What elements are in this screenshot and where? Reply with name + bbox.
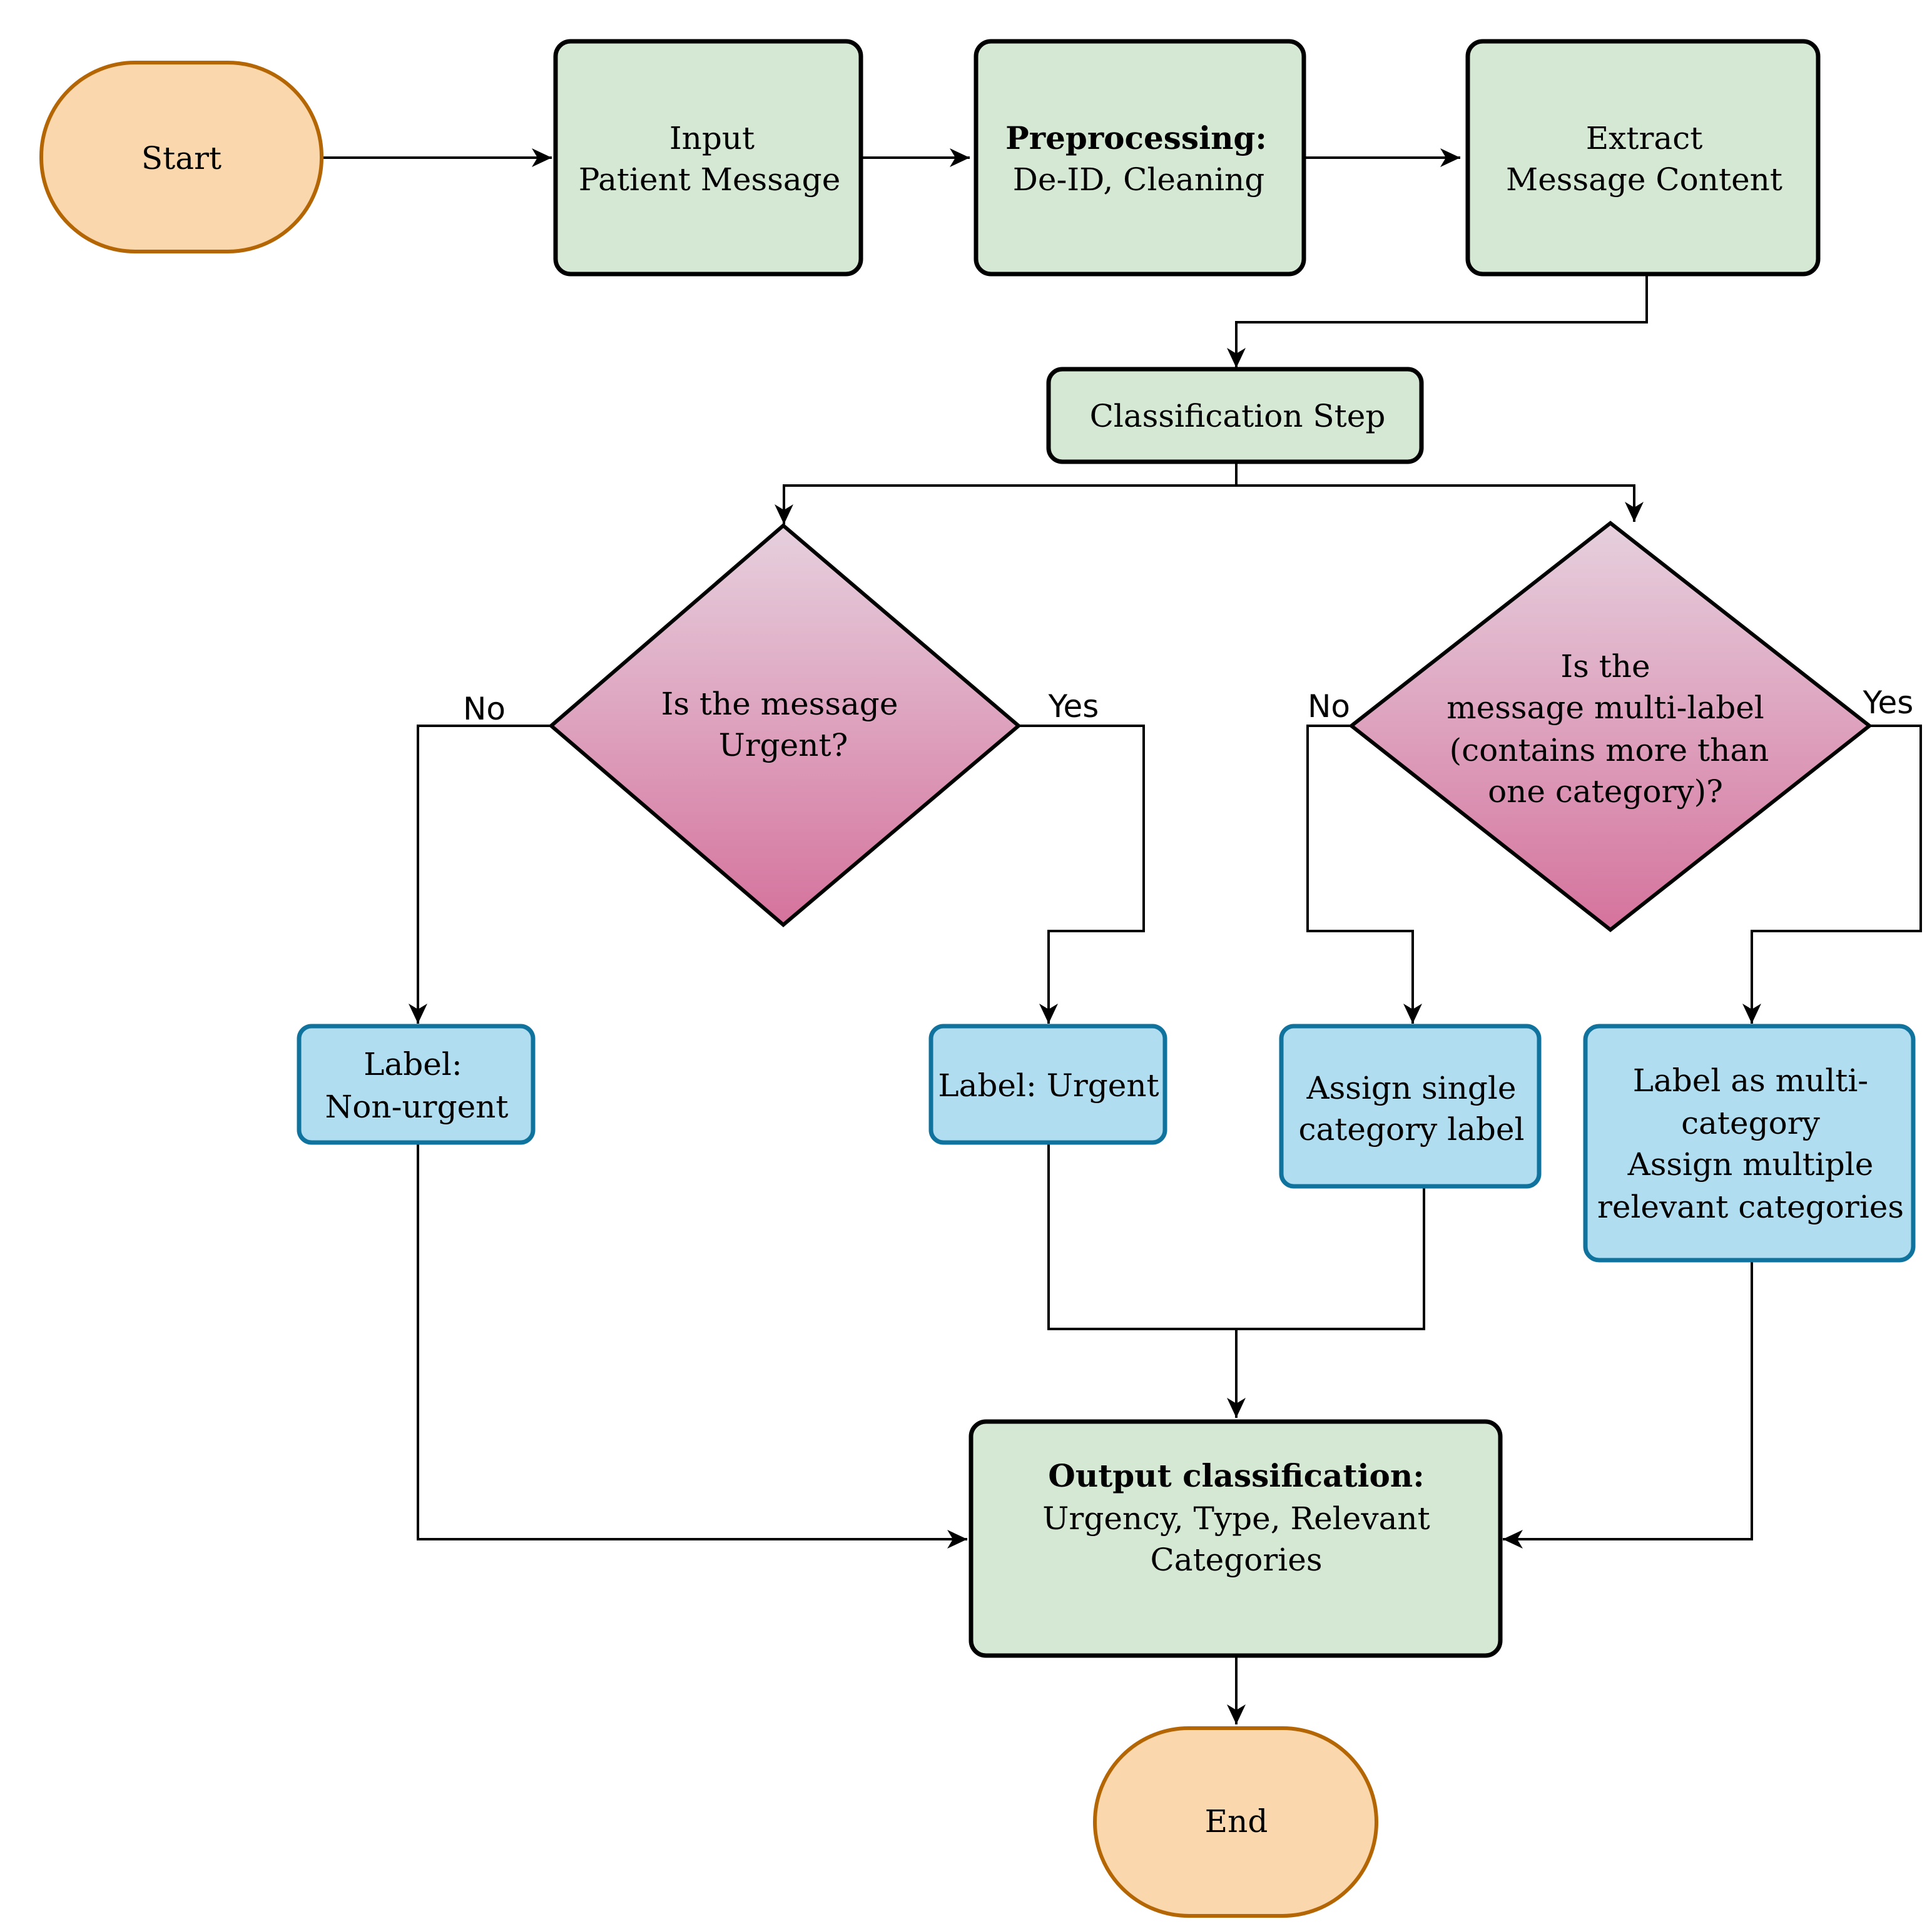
multi-category-line4: relevant categories [1597, 1189, 1904, 1225]
edge-multilabel-no [1306, 725, 1422, 1024]
edge-urgent-yes [1019, 725, 1145, 1024]
multilabel-decision-line4: one category)? [1488, 773, 1723, 810]
edge-classification-to-urgent-decision [775, 462, 1238, 524]
edge-classification-to-multilabel-decision [1236, 484, 1644, 522]
extract-content-box[interactable]: Extract Message Content [1465, 39, 1821, 277]
non-urgent-line2: Non-urgent [325, 1089, 509, 1125]
branch-label-urgent-no: No [463, 691, 506, 727]
urgent-label-box[interactable]: Label: Urgent [928, 1024, 1167, 1145]
edge-extract-to-classification [1227, 274, 1648, 368]
urgent-label-text: Label: Urgent [938, 1067, 1159, 1104]
single-category-line1: Assign single [1306, 1070, 1517, 1106]
multilabel-decision-diamond[interactable]: Is the message multi-label (contains mor… [1348, 521, 1873, 932]
output-line2: Urgency, Type, Relevant [1042, 1500, 1430, 1537]
classification-step-label: Classification Step [1090, 398, 1386, 434]
start-terminal[interactable]: Start [39, 61, 323, 253]
input-patient-message-box[interactable]: Input Patient Message [553, 39, 863, 277]
branch-label-urgent-yes: Yes [1048, 688, 1099, 725]
multilabel-decision-line2: message multi-label [1446, 690, 1764, 726]
extract-label-line1: Extract [1586, 120, 1703, 156]
multilabel-decision-line1: Is the [1560, 648, 1650, 685]
output-line3: Categories [1151, 1542, 1323, 1578]
single-category-line2: category label [1298, 1111, 1524, 1148]
non-urgent-label-box[interactable]: Label: Non-urgent [297, 1024, 536, 1145]
edge-multilabel-yes [1742, 725, 1922, 1024]
end-terminal[interactable]: End [1093, 1726, 1378, 1918]
output-title: Output classification: [1048, 1457, 1424, 1494]
end-label: End [1205, 1803, 1268, 1840]
input-label-line2: Patient Message [579, 161, 841, 198]
edges [322, 148, 1922, 1724]
multi-category-box[interactable]: Label as multi- category Assign multiple… [1583, 1024, 1916, 1263]
classification-step-box[interactable]: Classification Step [1046, 367, 1424, 464]
multi-category-line2: category [1681, 1105, 1821, 1141]
urgent-decision-line1: Is the message [661, 686, 898, 722]
preprocessing-box[interactable]: Preprocessing: De-ID, Cleaning [974, 39, 1306, 277]
edge-urgent-no [409, 725, 551, 1024]
multilabel-decision-line3: (contains more than [1450, 732, 1769, 768]
non-urgent-line1: Label: [364, 1046, 462, 1082]
urgent-decision-diamond[interactable]: Is the message Urgent? [548, 523, 1022, 927]
urgent-decision-line2: Urgent? [719, 727, 848, 763]
edge-multi-category-to-output [1503, 1261, 1753, 1549]
output-classification-box[interactable]: Output classification: Urgency, Type, Re… [969, 1419, 1503, 1658]
edge-non-urgent-to-output [417, 1144, 967, 1549]
branch-label-multilabel-no: No [1308, 688, 1350, 725]
branch-label-multilabel-yes: Yes [1863, 685, 1914, 721]
start-label: Start [141, 140, 221, 176]
single-category-box[interactable]: Assign single category label [1279, 1024, 1542, 1189]
preprocessing-detail: De-ID, Cleaning [1013, 161, 1264, 198]
input-label-line1: Input [669, 120, 755, 156]
multi-category-line1: Label as multi- [1633, 1062, 1868, 1099]
multi-category-line3: Assign multiple [1627, 1146, 1874, 1183]
preprocessing-title: Preprocessing: [1005, 120, 1267, 156]
extract-label-line2: Message Content [1506, 161, 1782, 198]
